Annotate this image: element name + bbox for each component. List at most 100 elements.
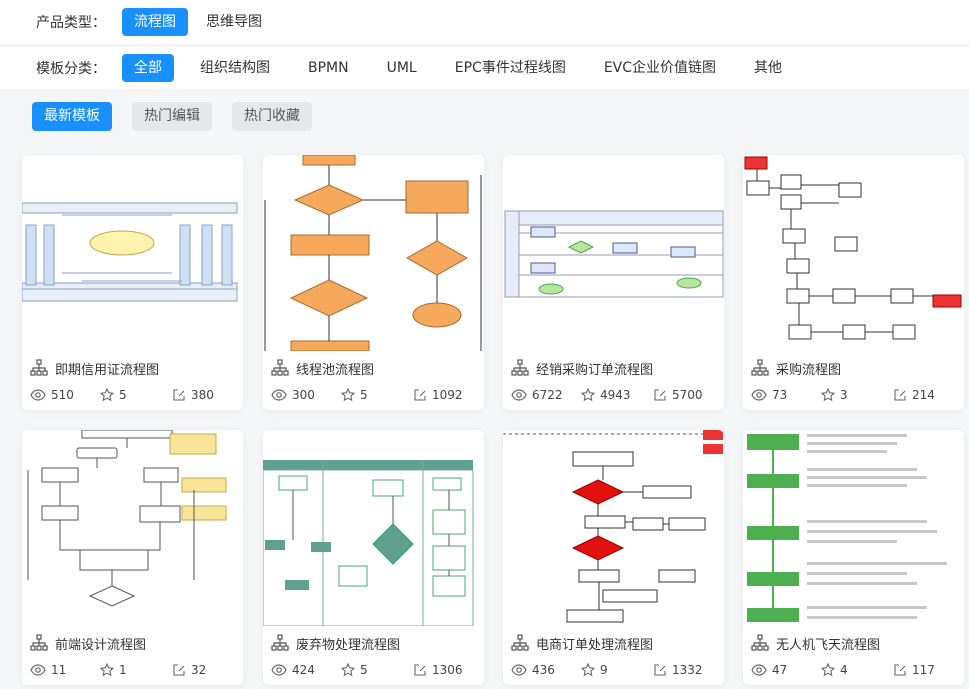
stars-count: 4 — [840, 663, 848, 677]
edits-stat[interactable]: 380 — [172, 388, 214, 402]
template-title-row[interactable]: 采购流程图 — [751, 357, 841, 379]
views-count: 424 — [292, 663, 315, 677]
edit-icon — [414, 664, 426, 676]
views-stat: 424 — [271, 663, 315, 677]
template-title: 无人机飞天流程图 — [776, 637, 881, 653]
edits-count: 214 — [912, 388, 935, 402]
star-icon — [341, 388, 355, 402]
flow-tree-icon — [511, 359, 529, 376]
template-stats: 6722 4943 5700 — [511, 388, 721, 406]
stars-count: 5 — [360, 388, 368, 402]
views-stat: 300 — [271, 388, 315, 402]
star-icon — [821, 388, 835, 402]
views-stat: 11 — [30, 663, 66, 677]
flow-tree-icon — [751, 359, 769, 376]
views-stat: 47 — [751, 663, 787, 677]
template-stats: 424 5 1306 — [271, 663, 481, 681]
template-stats: 510 5 380 — [30, 388, 240, 406]
stars-stat[interactable]: 9 — [581, 663, 608, 677]
template-card[interactable]: 无人机飞天流程图 47 4 117 — [743, 430, 964, 685]
edits-count: 5700 — [672, 388, 703, 402]
edit-icon — [173, 664, 185, 676]
template-thumbnail[interactable] — [263, 155, 484, 351]
product-type-mindmap[interactable]: 思维导图 — [206, 14, 262, 30]
edit-icon — [654, 664, 666, 676]
sort-hot-favorite[interactable]: 热门收藏 — [232, 101, 312, 131]
template-stats: 47 4 117 — [751, 663, 961, 681]
stars-stat[interactable]: 5 — [100, 388, 127, 402]
category-epc[interactable]: EPC事件过程线图 — [454, 60, 566, 76]
eye-icon — [271, 389, 287, 401]
views-count: 300 — [292, 388, 315, 402]
template-stats: 436 9 1332 — [511, 663, 721, 681]
stars-stat[interactable]: 5 — [341, 663, 368, 677]
flow-tree-icon — [271, 359, 289, 376]
template-title: 采购流程图 — [776, 362, 842, 378]
eye-icon — [30, 389, 46, 401]
views-count: 6722 — [532, 388, 563, 402]
stars-count: 9 — [600, 663, 608, 677]
eye-icon — [751, 664, 767, 676]
template-title-row[interactable]: 废弃物处理流程图 — [271, 632, 400, 654]
eye-icon — [30, 664, 46, 676]
stars-stat[interactable]: 3 — [821, 388, 848, 402]
template-title: 经销采购订单流程图 — [536, 362, 654, 378]
edit-icon — [894, 389, 906, 401]
views-count: 73 — [772, 388, 788, 402]
sort-tabs: 最新模板 热门编辑 热门收藏 — [0, 92, 969, 140]
stars-stat[interactable]: 4943 — [581, 388, 631, 402]
template-card[interactable]: 采购流程图 73 3 214 — [743, 155, 964, 410]
stars-stat[interactable]: 5 — [341, 388, 368, 402]
stars-stat[interactable]: 1 — [100, 663, 127, 677]
edits-stat[interactable]: 1092 — [413, 388, 463, 402]
edits-stat[interactable]: 1332 — [653, 663, 703, 677]
stars-stat[interactable]: 4 — [821, 663, 848, 677]
eye-icon — [751, 389, 767, 401]
category-evc[interactable]: EVC企业价值链图 — [603, 60, 717, 76]
views-stat: 6722 — [511, 388, 563, 402]
template-thumbnail[interactable] — [503, 155, 724, 351]
star-icon — [100, 663, 114, 677]
template-card[interactable]: 电商订单处理流程图 436 9 1332 — [503, 430, 724, 685]
template-title-row[interactable]: 电商订单处理流程图 — [511, 632, 653, 654]
template-thumbnail[interactable] — [263, 430, 484, 626]
category-all[interactable]: 全部 — [122, 54, 174, 82]
category-other[interactable]: 其他 — [754, 60, 783, 76]
category-uml[interactable]: UML — [386, 60, 417, 76]
star-icon — [341, 663, 355, 677]
stars-count: 5 — [360, 663, 368, 677]
template-title-row[interactable]: 线程池流程图 — [271, 357, 374, 379]
template-thumbnail[interactable] — [743, 430, 964, 626]
template-category-label: 模板分类： — [36, 61, 106, 77]
template-thumbnail[interactable] — [22, 430, 243, 626]
template-card[interactable]: 经销采购订单流程图 6722 4943 57 — [503, 155, 724, 410]
sort-latest[interactable]: 最新模板 — [32, 101, 112, 131]
template-title-row[interactable]: 前端设计流程图 — [30, 632, 146, 654]
template-card[interactable]: 废弃物处理流程图 424 5 1306 — [263, 430, 484, 685]
edit-icon — [654, 389, 666, 401]
category-org-chart[interactable]: 组织结构图 — [200, 60, 270, 76]
product-type-label: 产品类型： — [36, 15, 106, 31]
edits-stat[interactable]: 214 — [893, 388, 935, 402]
category-bpmn[interactable]: BPMN — [308, 60, 349, 76]
edits-stat[interactable]: 117 — [893, 663, 935, 677]
template-title-row[interactable]: 即期信用证流程图 — [30, 357, 159, 379]
template-stats: 300 5 1092 — [271, 388, 481, 406]
template-card[interactable]: 即期信用证流程图 510 5 380 — [22, 155, 243, 410]
template-thumbnail[interactable] — [22, 155, 243, 351]
edit-icon — [414, 389, 426, 401]
template-stats: 73 3 214 — [751, 388, 961, 406]
edits-stat[interactable]: 1306 — [413, 663, 463, 677]
template-thumbnail[interactable] — [743, 155, 964, 351]
template-card[interactable]: 线程池流程图 300 5 1092 — [263, 155, 484, 410]
template-card[interactable]: 前端设计流程图 11 1 32 — [22, 430, 243, 685]
template-title-row[interactable]: 无人机飞天流程图 — [751, 632, 880, 654]
edits-stat[interactable]: 32 — [172, 663, 206, 677]
product-type-flowchart[interactable]: 流程图 — [122, 8, 188, 36]
edits-stat[interactable]: 5700 — [653, 388, 703, 402]
template-thumbnail[interactable] — [503, 430, 724, 626]
template-title-row[interactable]: 经销采购订单流程图 — [511, 357, 653, 379]
eye-icon — [511, 664, 527, 676]
flow-tree-icon — [271, 634, 289, 651]
sort-hot-edit[interactable]: 热门编辑 — [132, 101, 212, 131]
